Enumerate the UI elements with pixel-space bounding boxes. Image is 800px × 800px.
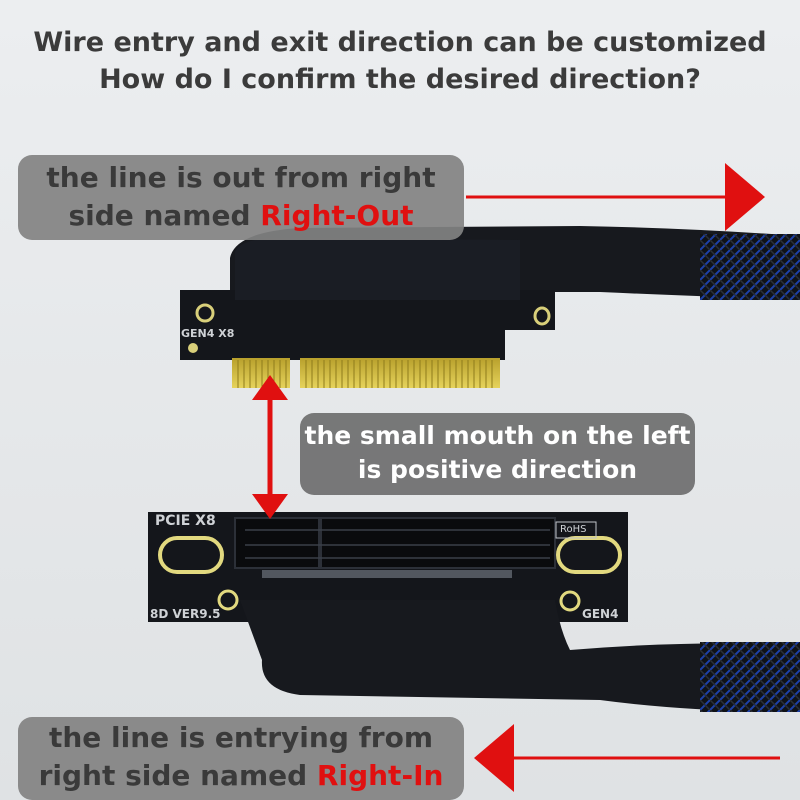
bottom-cable [240,600,800,712]
callout-right-in-line2: right side named Right-In [18,757,464,795]
mount-slot-icon [158,536,224,574]
callout-positive-direction: the small mouth on the left is positive … [300,413,695,495]
pcb-label-version: 8D VER9.5 [150,607,221,621]
bottom-cable-braid [700,642,800,712]
callout-right-out-line1: the line is out from right [46,161,436,194]
gold-fingers-large [300,358,500,388]
mount-hole-icon [217,589,239,611]
callout-right-in-highlight: Right-In [316,759,444,792]
page-title-line1: Wire entry and exit direction can be cus… [33,27,767,58]
callout-right-out: the line is out from right side named Ri… [18,155,464,240]
pcb-label-pcie-x8: PCIE X8 [155,513,216,529]
double-arrow-icon [252,375,288,519]
callout-positive-line1: the small mouth on the left [304,421,691,450]
top-edge-card [180,238,555,388]
arrow-right-icon [466,163,765,231]
callout-positive-line2: is positive direction [357,455,638,484]
callout-right-out-prefix: side named [68,199,261,232]
arrow-left-icon [474,724,780,792]
pcb-label-gen4-x8: GEN4 X8 [181,327,235,340]
pcie-slot [234,517,556,569]
page-title-line2: How do I confirm the desired direction? [99,64,701,95]
callout-right-out-highlight: Right-Out [260,199,414,232]
callout-right-in: the line is entrying from right side nam… [18,717,464,800]
pad-icon [188,343,198,353]
top-cable-braid [700,234,800,300]
callout-right-in-line1: the line is entrying from [48,721,434,754]
callout-right-in-prefix: right side named [38,759,317,792]
mount-hole-icon [533,306,551,326]
mount-hole-icon [559,590,581,612]
pcb-label-rohs: RoHS [560,524,587,535]
mount-hole-icon [195,303,215,323]
callout-right-out-line2: side named Right-Out [18,197,464,235]
pcb-label-gen4: GEN4 [582,607,619,621]
gold-fingers-small [232,358,290,388]
